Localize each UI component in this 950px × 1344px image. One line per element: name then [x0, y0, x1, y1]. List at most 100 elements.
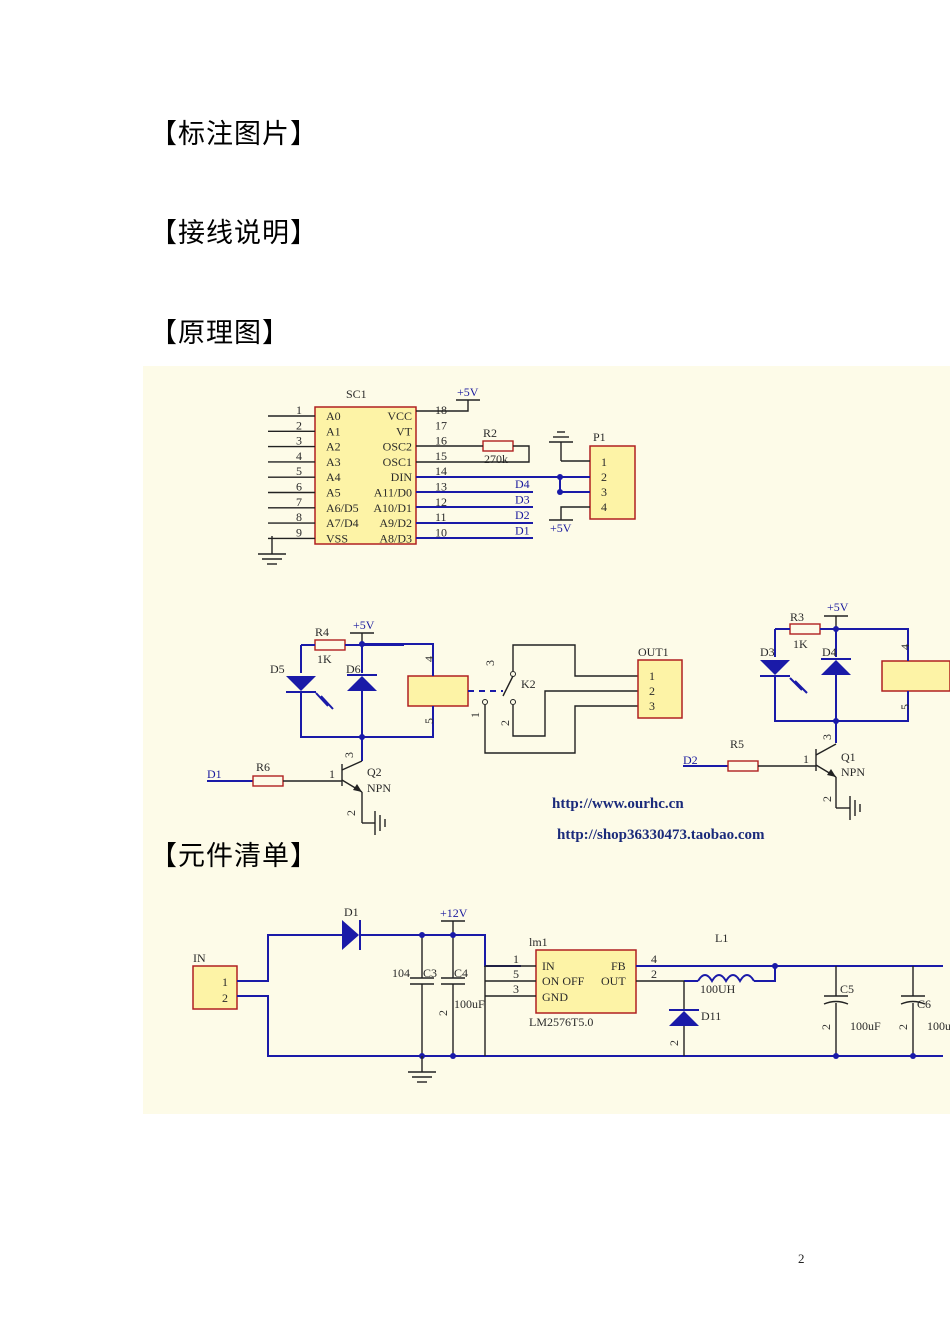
svg-text:GND: GND [542, 990, 568, 1004]
lm-part: LM2576T5.0 [529, 1015, 593, 1029]
p1-pin-num: 1 [601, 455, 607, 469]
sc1-left-pin-name: A5 [326, 486, 341, 500]
svg-text:1: 1 [649, 669, 655, 683]
plus12v-label: +12V [440, 906, 468, 920]
svg-text:2: 2 [667, 1040, 681, 1046]
r5-label: R5 [730, 737, 744, 751]
sc1-right-pin-name: DIN [391, 470, 413, 484]
svg-text:3: 3 [513, 982, 519, 996]
sc1-right-pin-name: OSC2 [383, 440, 412, 454]
r2-label: R2 [483, 426, 497, 440]
sc1-left-pin-name: VSS [326, 531, 348, 545]
p1-pin-num: 2 [601, 470, 607, 484]
sc1-right-pin-num: 13 [435, 480, 447, 494]
plus5v-p1: +5V [550, 521, 572, 535]
l1-label: L1 [715, 931, 728, 945]
svg-text:2: 2 [649, 684, 655, 698]
svg-text:C6: C6 [917, 997, 931, 1011]
heading-label-picture: 【标注图片】 [150, 119, 318, 150]
p1-pin-num: 4 [601, 500, 607, 514]
q1-label: Q1 [841, 750, 856, 764]
sc1-right-pin-num: 17 [435, 418, 447, 432]
c4-label: C4 [454, 966, 468, 980]
d4-label: D4 [822, 645, 837, 659]
r6-label: R6 [256, 760, 270, 774]
svg-text:C5: C5 [840, 982, 854, 996]
lm1-label: lm1 [529, 935, 548, 949]
heading-wiring: 【接线说明】 [150, 218, 318, 249]
sc1-right-pin-name: VCC [387, 409, 412, 423]
power-supply: IN 1 2 D1 +12V 104 C3 C4 100uF 2 [192, 905, 950, 1083]
svg-text:3: 3 [483, 660, 497, 666]
svg-text:NPN: NPN [841, 765, 865, 779]
svg-text:OUT: OUT [601, 974, 626, 988]
sc1-net-label: D2 [515, 508, 530, 522]
sc1-left-pin-num: 4 [296, 449, 302, 463]
p1-label: P1 [593, 430, 606, 444]
p1-pin-num: 3 [601, 485, 607, 499]
d1-power-label: D1 [344, 905, 359, 919]
svg-text:FB: FB [611, 959, 626, 973]
sc1-left-pin-num: 2 [296, 418, 302, 432]
svg-text:2: 2 [498, 720, 512, 726]
c3-value: 104 [392, 966, 410, 980]
r2-value: 270k [484, 452, 508, 466]
sc1-net-label: D4 [515, 477, 530, 491]
sc1-label: SC1 [346, 387, 367, 401]
svg-text:1: 1 [222, 975, 228, 989]
net-d2-relay: D2 [683, 753, 698, 767]
svg-text:1: 1 [468, 712, 482, 718]
svg-text:2: 2 [222, 991, 228, 1005]
svg-text:IN: IN [542, 959, 555, 973]
sc1-right-pin-name: VT [396, 424, 413, 438]
sc1-right-pin-num: 12 [435, 495, 447, 509]
svg-text:2: 2 [819, 1024, 833, 1030]
svg-text:5: 5 [513, 967, 519, 981]
svg-text:1: 1 [513, 952, 519, 966]
sc1-right-pin-name: A8/D3 [379, 531, 412, 545]
svg-text:2: 2 [896, 1024, 910, 1030]
sc1-left-pin-num: 9 [296, 525, 302, 539]
svg-text:1: 1 [803, 752, 809, 766]
sc1-left-pin-num: 5 [296, 464, 302, 478]
out1-label: OUT1 [638, 645, 669, 659]
r3-label: R3 [790, 610, 804, 624]
sc1-left-pin-name: A2 [326, 440, 341, 454]
sc1-left-pin-num: 3 [296, 434, 302, 448]
c6-value: 100u [927, 1019, 950, 1033]
sc1-left-pin-name: A4 [326, 470, 341, 484]
r3-value: 1K [793, 637, 808, 651]
sc1-left-pin-num: 8 [296, 510, 302, 524]
svg-text:2: 2 [436, 1010, 450, 1016]
l1-value: 100UH [700, 982, 736, 996]
svg-text:2: 2 [820, 796, 834, 802]
svg-text:NPN: NPN [367, 781, 391, 795]
heading-parts-list: 【元件清单】 [150, 841, 318, 872]
in-label: IN [193, 951, 206, 965]
svg-text:2: 2 [651, 967, 657, 981]
relay-channel-1: +5V R4 1K D5 D6 4 5 K2 [207, 618, 683, 835]
svg-text:3: 3 [820, 734, 834, 740]
d11-label: D11 [701, 1009, 721, 1023]
sc1-left-pin-name: A0 [326, 409, 341, 423]
k2-label: K2 [521, 677, 536, 691]
page-number: 2 [798, 1251, 805, 1266]
sc1-right-pin-name: A10/D1 [373, 501, 412, 515]
sc1-right-pin-name: A9/D2 [379, 516, 412, 530]
svg-text:3: 3 [342, 752, 356, 758]
svg-text:5: 5 [422, 718, 436, 724]
svg-text:3: 3 [649, 699, 655, 713]
d5-label: D5 [270, 662, 285, 676]
svg-text:1: 1 [329, 767, 335, 781]
svg-text:ON OFF: ON OFF [542, 974, 585, 988]
q2-label: Q2 [367, 765, 382, 779]
r4-value: 1K [317, 652, 332, 666]
c3-label: C3 [423, 966, 437, 980]
sc1-right-pin-num: 16 [435, 434, 447, 448]
d3-label: D3 [760, 645, 775, 659]
relay-channel-2: +5V R3 1K D3 D4 4 5 3 Q1 NPN [683, 600, 950, 820]
sc1-right-pin-num: 15 [435, 449, 447, 463]
svg-text:4: 4 [422, 656, 436, 662]
